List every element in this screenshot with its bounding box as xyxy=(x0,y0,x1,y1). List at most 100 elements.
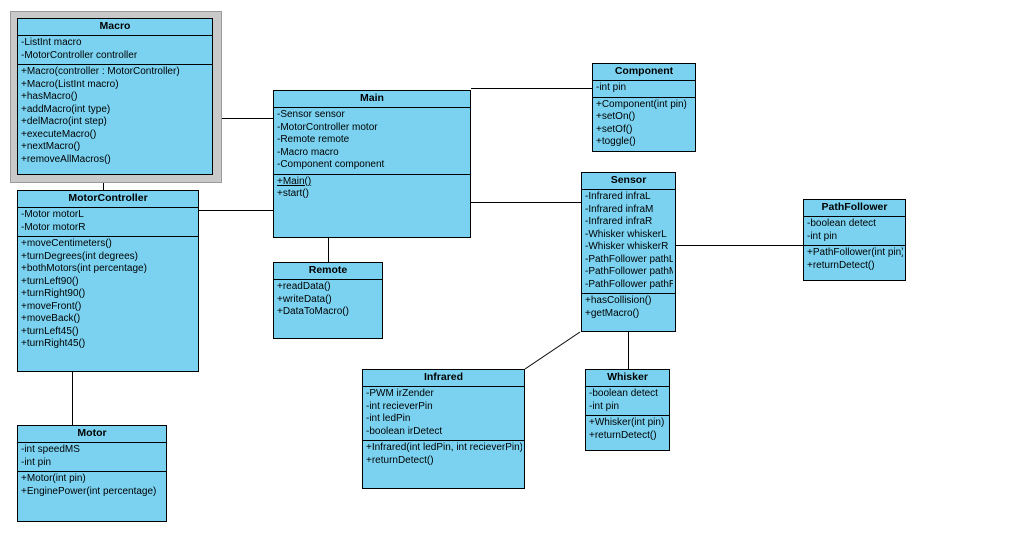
attribute-row: -int pin xyxy=(596,82,627,93)
class-box-remote[interactable]: Remote +readData() +writeData() +DataToM… xyxy=(273,262,383,339)
operation-row: +addMacro(int type) xyxy=(21,103,111,115)
operation-row: +hasCollision() xyxy=(585,295,652,306)
attribute-row: -Infrared infraL xyxy=(585,191,651,202)
class-attributes-motor: -int speedMS -int pin xyxy=(18,443,166,472)
class-title-component: Component xyxy=(593,64,695,81)
operation-row: +nextMacro() xyxy=(21,141,81,152)
attribute-row: -int ledPin xyxy=(366,413,411,424)
operation-row: +turnDegrees(int degrees) xyxy=(21,250,139,262)
class-title-pathfollower: PathFollower xyxy=(804,200,905,217)
operation-row: +moveCentimeters() xyxy=(21,238,112,249)
class-box-whisker[interactable]: Whisker -boolean detect -int pin +Whiske… xyxy=(585,369,670,451)
class-title-remote: Remote xyxy=(274,263,382,280)
operation-row: +start() xyxy=(277,188,309,199)
class-operations-component: +Component(int pin) +setOn() +setOf() +t… xyxy=(593,98,695,152)
class-operations-pathfollower: +PathFollower(int pin) +returnDetect() xyxy=(804,246,905,280)
attribute-row: -Whisker whiskerL xyxy=(585,228,667,240)
connector-motorcontroller-motor xyxy=(72,372,73,425)
connector-main-remote xyxy=(328,238,329,262)
operation-row: +turnRight45() xyxy=(21,338,86,349)
operation-row: +setOf() xyxy=(596,123,633,135)
class-box-motor[interactable]: Motor -int speedMS -int pin +Motor(int p… xyxy=(17,425,167,522)
operation-row: +Macro(controller : MotorController) xyxy=(21,66,180,77)
operation-row: +Infrared(int ledPin, int recieverPin) xyxy=(366,442,522,453)
class-attributes-motorcontroller: -Motor motorL -Motor motorR xyxy=(18,208,198,237)
attribute-row: -Infrared infraR xyxy=(585,216,653,227)
class-box-macro[interactable]: Macro -ListInt macro -MotorController co… xyxy=(17,18,213,175)
operation-row: +moveBack() xyxy=(21,313,81,324)
class-title-infrared: Infrared xyxy=(363,370,524,387)
operation-row: +turnLeft90() xyxy=(21,275,79,287)
class-title-motorcontroller: MotorController xyxy=(18,191,198,208)
connector-main-component xyxy=(471,88,592,89)
class-title-macro: Macro xyxy=(18,19,212,36)
operation-row: +turnRight90() xyxy=(21,288,86,299)
connector-motorcontroller-main xyxy=(199,210,273,211)
attribute-row: -boolean detect xyxy=(807,218,876,229)
attribute-row: -PathFollower pathR xyxy=(585,278,673,290)
attribute-row: -MotorController motor xyxy=(277,121,378,133)
operation-row: +returnDetect() xyxy=(366,454,434,466)
operation-row: +returnDetect() xyxy=(807,259,875,271)
class-attributes-whisker: -boolean detect -int pin xyxy=(586,387,669,416)
attribute-row: -int pin xyxy=(589,400,620,412)
class-box-pathfollower[interactable]: PathFollower -boolean detect -int pin +P… xyxy=(803,199,906,281)
attribute-row: -Infrared infraM xyxy=(585,203,654,215)
operation-row: +turnLeft45() xyxy=(21,325,79,337)
operation-row: +PathFollower(int pin) xyxy=(807,247,903,258)
class-operations-infrared: +Infrared(int ledPin, int recieverPin) +… xyxy=(363,441,524,488)
class-operations-sensor: +hasCollision() +getMacro() xyxy=(582,294,675,331)
operation-row: +Motor(int pin) xyxy=(21,473,86,484)
operation-row: +bothMotors(int percentage) xyxy=(21,263,147,274)
attribute-row: -boolean detect xyxy=(589,388,658,399)
class-operations-macro: +Macro(controller : MotorController) +Ma… xyxy=(18,65,212,174)
attribute-row: -boolean irDetect xyxy=(366,425,443,437)
attribute-row: -int speedMS xyxy=(21,444,80,455)
class-attributes-infrared: -PWM irZender -int recieverPin -int ledP… xyxy=(363,387,524,441)
class-box-sensor[interactable]: Sensor -Infrared infraL -Infrared infraM… xyxy=(581,172,676,332)
attribute-row: -int pin xyxy=(21,456,52,468)
attribute-row: -Remote remote xyxy=(277,134,350,145)
connector-main-sensor xyxy=(471,202,581,203)
operation-row: +writeData() xyxy=(277,293,332,305)
operation-row: +readData() xyxy=(277,281,331,292)
attribute-row: -Motor motorL xyxy=(21,209,84,220)
attribute-row: -MotorController controller xyxy=(21,49,138,61)
attribute-row: -PWM irZender xyxy=(366,388,434,399)
attribute-row: -Motor motorR xyxy=(21,221,86,233)
connector-macro-main xyxy=(194,118,273,119)
class-box-infrared[interactable]: Infrared -PWM irZender -int recieverPin … xyxy=(362,369,525,489)
class-operations-main: +Main() +start() xyxy=(274,175,470,238)
class-box-component[interactable]: Component -int pin +Component(int pin) +… xyxy=(592,63,696,152)
class-attributes-component: -int pin xyxy=(593,81,695,98)
attribute-row: -PathFollower pathL xyxy=(585,253,673,265)
operation-row: +toggle() xyxy=(596,136,636,147)
operation-row: +EnginePower(int percentage) xyxy=(21,485,157,497)
class-title-sensor: Sensor xyxy=(582,173,675,190)
operation-row: +hasMacro() xyxy=(21,91,78,102)
class-operations-motorcontroller: +moveCentimeters() +turnDegrees(int degr… xyxy=(18,237,198,371)
operation-row-static: +Main() xyxy=(277,175,312,187)
operation-row: +getMacro() xyxy=(585,307,640,319)
operation-row: +DataToMacro() xyxy=(277,306,349,317)
operation-row: +Whisker(int pin) xyxy=(589,417,665,428)
attribute-row: -Sensor sensor xyxy=(277,109,345,120)
connector-sensor-whisker xyxy=(628,332,629,369)
operation-row: +Component(int pin) xyxy=(596,98,687,110)
connector-macro-motorcontroller xyxy=(103,177,104,191)
attribute-row: -int recieverPin xyxy=(366,400,433,412)
attribute-row: -Whisker whiskerR xyxy=(585,241,669,252)
operation-row: +removeAllMacros() xyxy=(21,153,111,165)
class-attributes-main: -Sensor sensor -MotorController motor -R… xyxy=(274,108,470,175)
class-operations-whisker: +Whisker(int pin) +returnDetect() xyxy=(586,416,669,450)
attribute-row: -ListInt macro xyxy=(21,37,82,48)
class-attributes-pathfollower: -boolean detect -int pin xyxy=(804,217,905,246)
class-title-main: Main xyxy=(274,91,470,108)
class-operations-motor: +Motor(int pin) +EnginePower(int percent… xyxy=(18,472,166,521)
class-box-motorcontroller[interactable]: MotorController -Motor motorL -Motor mot… xyxy=(17,190,199,372)
class-attributes-sensor: -Infrared infraL -Infrared infraM -Infra… xyxy=(582,190,675,294)
class-title-motor: Motor xyxy=(18,426,166,443)
class-box-main[interactable]: Main -Sensor sensor -MotorController mot… xyxy=(273,90,471,238)
